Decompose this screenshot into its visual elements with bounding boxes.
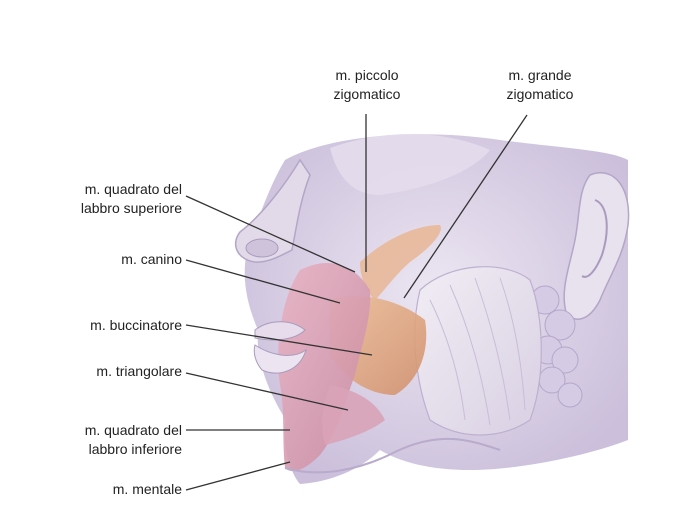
label-quadrato-labbro-inferiore: m. quadrato del labbro inferiore <box>48 421 182 459</box>
label-piccolo-zigomatico: m. piccolo zigomatico <box>322 66 412 104</box>
label-mentale: m. mentale <box>48 480 182 499</box>
label-grande-zigomatico-line2: zigomatico <box>490 85 590 104</box>
label-quadrato-superiore-line2: labbro superiore <box>48 199 182 218</box>
label-buccinatore: m. buccinatore <box>48 316 182 335</box>
label-mentale-line1: m. mentale <box>48 480 182 499</box>
label-quadrato-inferiore-line2: labbro inferiore <box>48 440 182 459</box>
label-piccolo-zigomatico-line1: m. piccolo <box>322 66 412 85</box>
label-quadrato-superiore-line1: m. quadrato del <box>48 180 182 199</box>
label-triangolare: m. triangolare <box>48 362 182 381</box>
label-piccolo-zigomatico-line2: zigomatico <box>322 85 412 104</box>
label-quadrato-inferiore-line1: m. quadrato del <box>48 421 182 440</box>
masseter <box>415 267 541 435</box>
label-buccinatore-line1: m. buccinatore <box>48 316 182 335</box>
label-canino-line1: m. canino <box>48 250 182 269</box>
nostril <box>246 239 278 257</box>
label-grande-zigomatico: m. grande zigomatico <box>490 66 590 104</box>
label-triangolare-line1: m. triangolare <box>48 362 182 381</box>
label-canino: m. canino <box>48 250 182 269</box>
label-grande-zigomatico-line1: m. grande <box>490 66 590 85</box>
label-quadrato-labbro-superiore: m. quadrato del labbro superiore <box>48 180 182 218</box>
